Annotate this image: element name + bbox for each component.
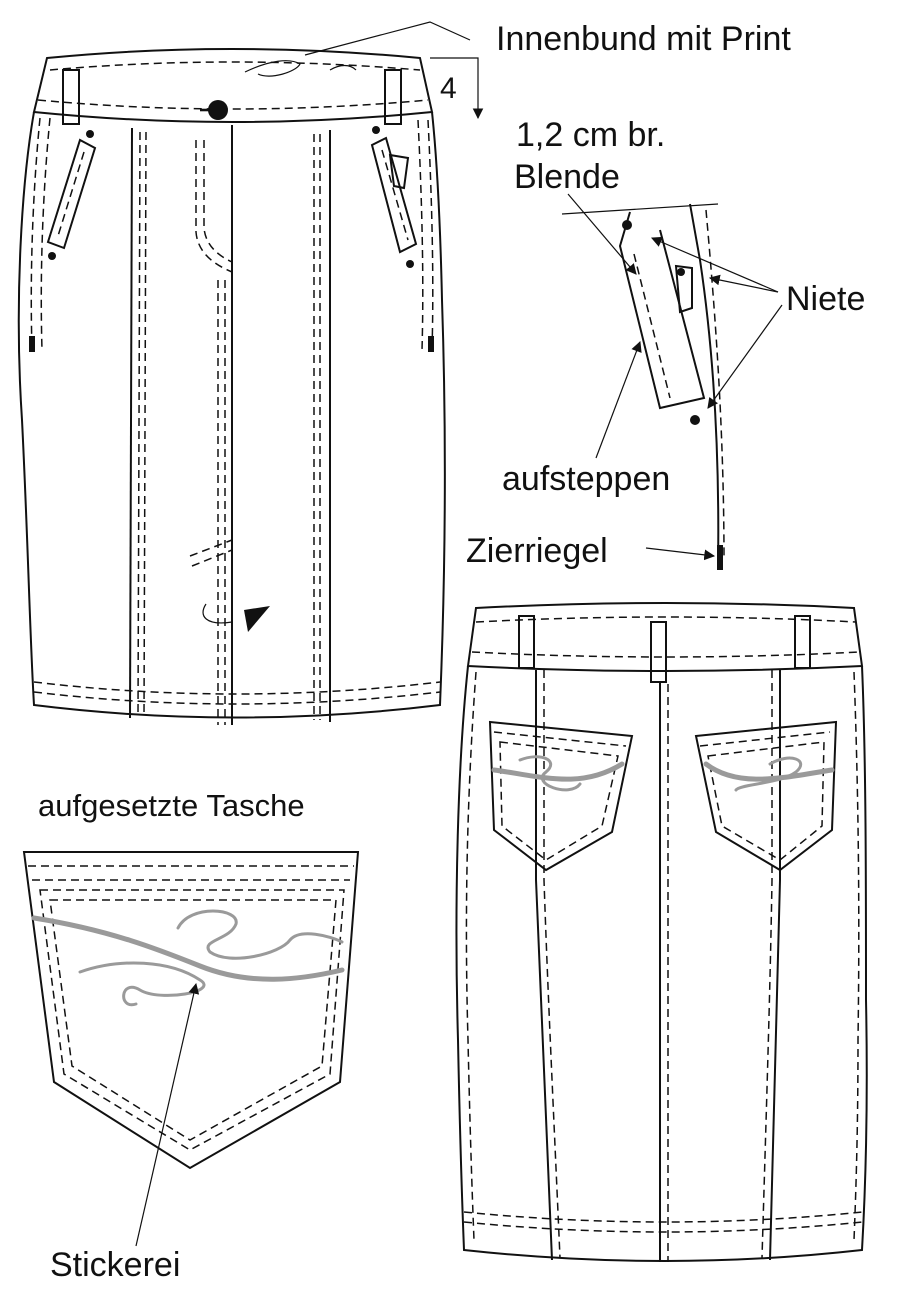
label-facing: Blende [514,158,620,196]
front-skirt-view [17,21,484,725]
inner-waistband-print [244,60,301,77]
front-waistband [32,48,434,123]
detail-facing-strip [618,211,706,410]
button-icon [208,100,228,120]
label-embroidery: Stickerei [50,1246,181,1284]
back-right-pocket [694,720,838,872]
front-right-pocket-facing [370,136,418,254]
rivet-dot [86,130,94,138]
embroidery-motif [31,915,345,982]
belt-loop [384,69,402,125]
belt-loop [794,615,811,669]
rivet-dot [48,252,56,260]
rivet-dot [406,260,414,268]
rivet-dot [677,268,685,276]
belt-loop [62,69,80,125]
embroidery-motif [703,761,835,782]
embroidery-motif [491,761,625,782]
detail-pocket-outline [22,851,360,1170]
label-topstitch: aufsteppen [502,460,671,498]
front-skirt-body [17,111,446,719]
belt-loop [650,621,667,683]
label-facing-width: 1,2 cm br. [516,116,666,154]
label-size-marker: 4 [440,72,457,105]
front-left-pocket-facing [46,138,97,250]
rivet-dot [690,415,700,425]
arrow-head [244,606,270,632]
back-left-pocket [488,720,634,872]
back-skirt-body [455,665,868,1262]
label-inner-waistband: Innenbund mit Print [496,20,791,58]
label-rivets: Niete [786,280,866,318]
rivet-dot [372,126,380,134]
label-patch-pocket: aufgesetzte Tasche [38,788,305,823]
belt-loop [518,615,535,669]
patch-pocket-detail [22,851,360,1247]
rivet-dot [622,220,632,230]
pocket-facing-detail [561,193,783,571]
back-skirt-view [455,602,868,1262]
label-decorative-bartack: Zierriegel [466,532,608,570]
